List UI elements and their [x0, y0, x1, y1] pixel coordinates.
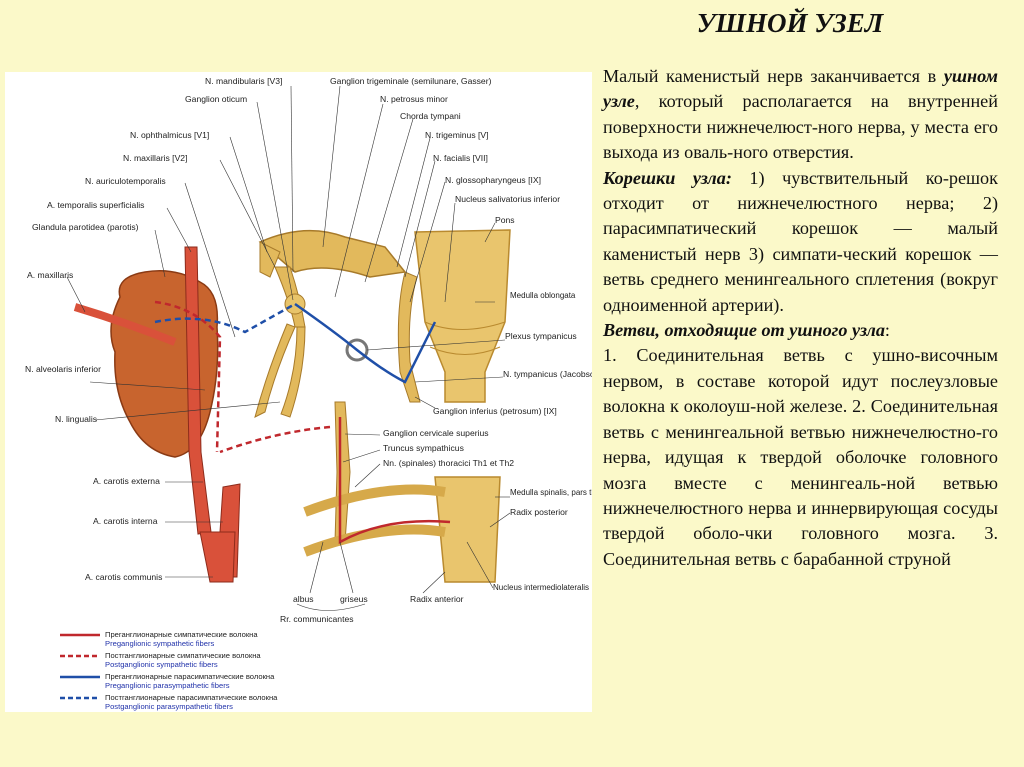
postganglionic-sympathetic-path — [154, 300, 222, 453]
label-truncus: Truncus sympathicus — [383, 443, 464, 453]
medulla-fold — [429, 346, 501, 355]
spinal-nerve-lower — [303, 524, 446, 557]
label-maxillaris: N. maxillaris [V2] — [123, 153, 187, 163]
slide-title: УШНОЙ УЗЕЛ — [696, 8, 884, 38]
legend-pre-para-ru: Преганглионарные парасимпатические волок… — [105, 672, 275, 681]
label-cervicale: Ganglion cervicale superius — [383, 428, 489, 438]
legend-pre-para-en: Preganglionic parasympathetic fibers — [105, 681, 230, 690]
spinal-nerve-upper — [303, 484, 446, 517]
label-lingualis: N. lingualis — [55, 414, 97, 424]
intro-rest: , который располагается на внутренней по… — [603, 91, 998, 163]
label-pons: Pons — [495, 215, 515, 225]
common-carotid — [199, 531, 236, 583]
roots-text: 1) чувствительный ко-решок отходит от ни… — [603, 167, 998, 315]
label-oticum: Ganglion oticum — [185, 94, 247, 104]
label-parotis: Glandula parotidea (parotis) — [32, 222, 139, 232]
label-glossopharyngeus: N. glossopharyngeus [IX] — [445, 175, 541, 185]
intro-paragraph: Малый каменистый нерв заканчивается в уш… — [603, 64, 998, 166]
legend-post-para-ru: Постганглионарные парасимпатические воло… — [105, 693, 278, 702]
roots-heading: Корешки узла: — [603, 167, 732, 188]
branches-heading-line: Ветви, отходящие от ушного узла: — [603, 318, 998, 343]
label-spinales: Nn. (spinales) thoracici Th1 et Th2 — [383, 458, 514, 468]
label-temporalis: A. temporalis superficialis — [47, 200, 144, 210]
label-ophthalmicus: N. ophthalmicus [V1] — [130, 130, 209, 140]
anatomy-illustration: N. mandibularis [V3] Ganglion trigeminal… — [25, 76, 592, 711]
legend-pre-symp-en: Preganglionic sympathetic fibers — [105, 639, 215, 648]
intro-text: Малый каменистый нерв заканчивается в — [603, 66, 944, 86]
label-ganglion-inferius: Ganglion inferius (petrosum) [IX] — [433, 406, 557, 416]
label-mandibularis: N. mandibularis [V3] — [205, 76, 282, 86]
postganglionic-parasympathetic-path — [154, 302, 296, 334]
branches-colon: : — [884, 320, 890, 341]
legend-post-para-en: Postganglionic parasympathetic fibers — [105, 702, 233, 711]
preganglionic-parasympathetic-path — [294, 302, 437, 384]
spinal-cord-shape — [434, 476, 501, 583]
lingual-nerve — [280, 326, 306, 418]
label-carotis-interna: A. carotis interna — [93, 516, 158, 526]
figure-labels: N. mandibularis [V3] Ganglion trigeminal… — [25, 76, 592, 624]
label-auriculotemporalis: N. auriculotemporalis — [85, 176, 166, 186]
maxillary-artery — [73, 303, 177, 346]
label-radix-posterior: Radix posterior — [510, 507, 568, 517]
label-intermediolateralis: Nucleus intermediolateralis — [493, 583, 589, 592]
legend-post-symp-en: Postganglionic sympathetic fibers — [105, 660, 218, 669]
label-trigeminus: N. trigeminus [V] — [425, 130, 489, 140]
legend-pre-symp-ru: Преганглионарные симпатические волокна — [105, 630, 258, 639]
label-plexus: Plexus tympanicus — [505, 331, 577, 341]
label-radix-anterior: Radix anterior — [410, 594, 464, 604]
ophthalmic-root — [259, 241, 281, 278]
intro-emphasis: ушном узле — [603, 66, 998, 112]
sympathetic-trunk — [334, 401, 351, 543]
label-trigeminale: Ganglion trigeminale (semilunare, Gasser… — [330, 76, 492, 86]
glossopharyngeal-nerve — [397, 271, 421, 403]
label-a-maxillaris: A. maxillaris — [27, 270, 73, 280]
label-medulla-spinalis: Medulla spinalis, pars thoracica — [510, 488, 592, 497]
label-alveolaris: N. alveolaris inferior — [25, 364, 101, 374]
label-albus: albus — [293, 594, 314, 604]
pons-fold — [424, 321, 506, 330]
parotid-gland-shape — [110, 270, 219, 458]
label-chorda: Chorda tympani — [400, 111, 461, 121]
label-carotis-communis: A. carotis communis — [85, 572, 162, 582]
branches-text: 1. Соединительная ветвь с ушно-височным … — [603, 345, 998, 569]
label-griseus: griseus — [340, 594, 368, 604]
cervical-postganglionic-path — [219, 425, 331, 454]
communicantes-brace — [296, 603, 366, 611]
alveolar-nerve — [254, 323, 296, 418]
label-facialis: N. facialis [VII] — [433, 153, 488, 163]
roots-paragraph: Корешки узла: 1) чувствительный ко-решок… — [603, 166, 998, 318]
legend-post-symp-ru: Постганглионарные симпатические волокна — [105, 651, 261, 660]
label-carotis-externa: A. carotis externa — [93, 476, 160, 486]
branches-heading: Ветви, отходящие от ушного узла — [603, 320, 885, 341]
pons-shape — [414, 229, 511, 403]
label-medulla-oblongata: Medulla oblongata — [510, 291, 576, 300]
branches-paragraph: 1. Соединительная ветвь с ушно-височным … — [603, 343, 998, 572]
leader-lines — [66, 85, 511, 594]
text-column: Малый каменистый нерв заканчивается в уш… — [603, 64, 998, 572]
legend: Преганглионарные симпатические волокна P… — [60, 630, 278, 711]
label-tympanicus: N. tympanicus (Jacobson) — [503, 369, 592, 379]
label-salivatorius: Nucleus salivatorius inferior — [455, 194, 560, 204]
trigeminal-ganglion-shape — [258, 229, 407, 278]
anatomy-figure: N. mandibularis [V3] Ganglion trigeminal… — [5, 72, 592, 712]
preganglionic-sympathetic-path — [338, 417, 451, 545]
label-communicantes: Rr. communicantes — [280, 614, 354, 624]
label-petrosus-minor: N. petrosus minor — [380, 94, 448, 104]
